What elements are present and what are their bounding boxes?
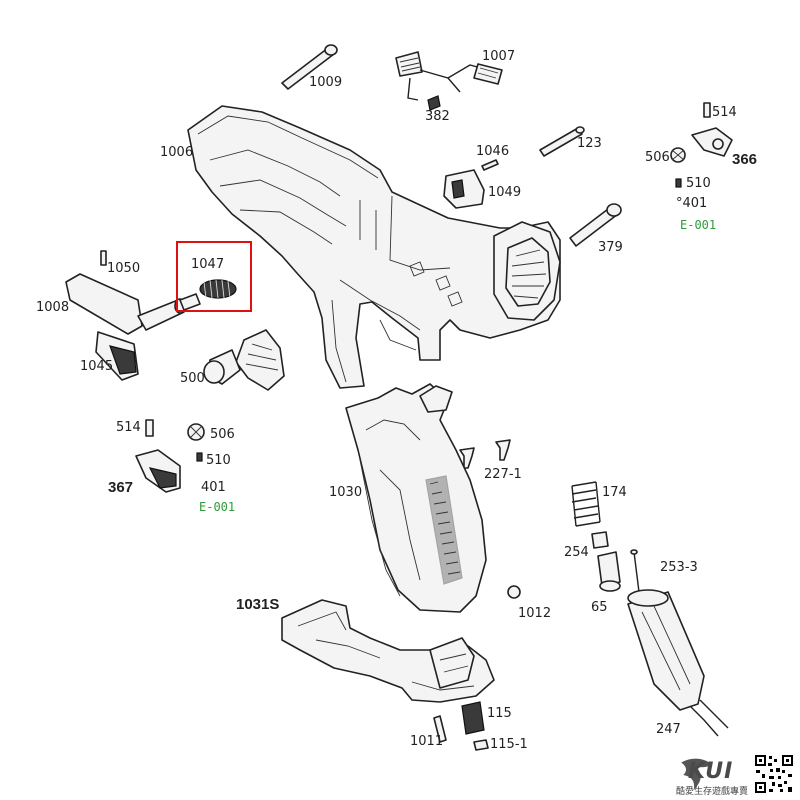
label-1011: 1011 <box>410 734 444 749</box>
part-174-spring <box>571 481 601 527</box>
label-510-left: 510 <box>206 453 231 468</box>
part-1006-frame <box>187 105 561 389</box>
part-1050-pin <box>100 250 107 266</box>
part-115-1-part <box>473 739 489 751</box>
part-1030-grip <box>345 383 487 613</box>
label-1030: 1030 <box>329 485 363 500</box>
part-366-selector <box>691 127 733 157</box>
label-227-1: 227-1 <box>484 467 522 482</box>
highlight-box-1047 <box>176 241 252 312</box>
label-1045: 1045 <box>80 359 114 374</box>
part-123-pin <box>539 126 585 157</box>
label-1012: 1012 <box>518 606 552 621</box>
label-367: 367 <box>108 479 134 496</box>
part-506-detent-left <box>187 423 205 441</box>
label-514-top: 514 <box>712 105 737 120</box>
label-253-3: 253-3 <box>660 560 698 575</box>
label-e001-top: E-001 <box>680 218 717 232</box>
part-1047-spring <box>179 279 237 311</box>
part-506-detent-top <box>670 147 686 163</box>
part-1045-button <box>95 331 139 381</box>
part-247-motor <box>627 589 729 737</box>
label-401-top: °401 <box>676 196 708 211</box>
label-1047: 1047 <box>191 257 225 272</box>
label-506-left: 506 <box>210 427 235 442</box>
label-115-1: 115-1 <box>490 737 528 752</box>
label-115: 115 <box>487 706 512 721</box>
label-510-top: 510 <box>686 176 711 191</box>
label-65: 65 <box>591 600 608 615</box>
part-510-left <box>196 452 203 462</box>
label-401-left: 401 <box>201 480 226 495</box>
part-500-hammer <box>203 329 285 391</box>
label-506-top: 506 <box>645 150 670 165</box>
part-514-pin-left <box>145 419 154 437</box>
label-247: 247 <box>656 722 681 737</box>
label-1006: 1006 <box>160 145 194 160</box>
part-254-part <box>591 531 609 549</box>
label-1009: 1009 <box>309 75 343 90</box>
part-1046-screw <box>481 159 499 171</box>
brand-subtitle: 酷愛生存遊戲專賣 <box>676 787 749 797</box>
part-1049-block <box>443 169 485 209</box>
label-1007: 1007 <box>482 49 516 64</box>
label-123: 123 <box>577 136 602 151</box>
part-1007-lever <box>395 51 503 101</box>
kui-logo-mark <box>681 758 713 790</box>
label-e001-left: E-001 <box>199 500 236 514</box>
part-1011-pin <box>433 715 447 743</box>
label-1050: 1050 <box>107 261 141 276</box>
part-382-spring <box>427 95 441 111</box>
part-1009-pin <box>281 44 338 90</box>
part-510-top <box>675 178 682 188</box>
part-379-pin <box>569 203 622 247</box>
label-174: 174 <box>602 485 627 500</box>
label-382: 382 <box>425 109 450 124</box>
part-227-1-screws <box>459 439 511 469</box>
label-1046: 1046 <box>476 144 510 159</box>
label-514-left: 514 <box>116 420 141 435</box>
brand-word: KUI <box>688 759 734 784</box>
label-366: 366 <box>732 151 758 168</box>
label-500: 500 <box>180 371 205 386</box>
part-65-bushing <box>597 551 621 592</box>
label-1031s: 1031S <box>236 596 280 613</box>
label-379: 379 <box>598 240 623 255</box>
label-1008: 1008 <box>36 300 70 315</box>
part-1008-release <box>65 273 186 335</box>
label-254: 254 <box>564 545 589 560</box>
part-1012-screw <box>507 585 521 599</box>
part-115-spring <box>461 701 485 735</box>
qr-code-icon <box>754 754 794 794</box>
part-367-selector <box>135 449 181 493</box>
part-1031s-guard <box>281 599 495 703</box>
label-1049: 1049 <box>488 185 522 200</box>
part-514-pin-top <box>703 102 711 118</box>
